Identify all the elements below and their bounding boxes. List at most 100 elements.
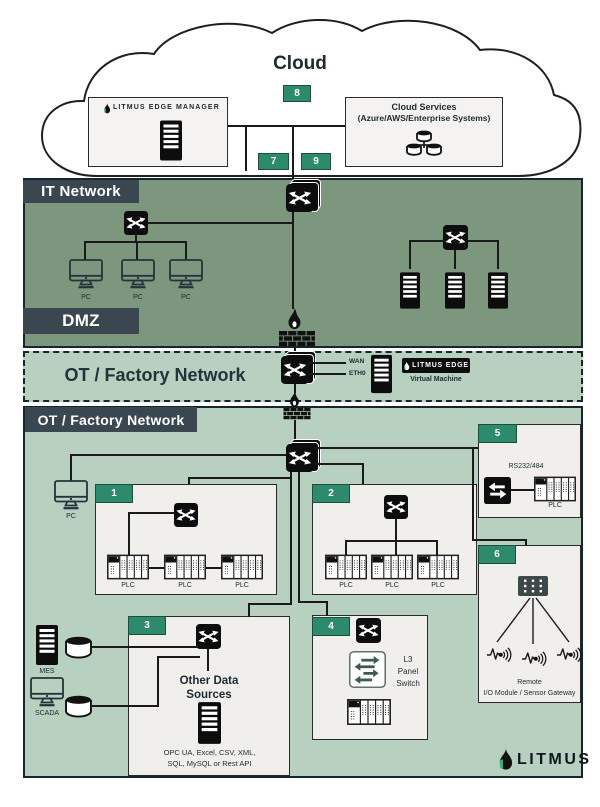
- database-cluster-icon: [404, 129, 444, 159]
- plc-label: PLC: [548, 502, 562, 509]
- litmus-wordmark: LITMUS: [517, 750, 592, 768]
- protocols-line1: OPC UA, Excel, CSV, XML,: [163, 748, 256, 757]
- database-cylinder-icon: [64, 636, 93, 659]
- connector: [148, 567, 165, 569]
- plc-icon: [347, 698, 391, 726]
- cloud-services-title: Cloud Services: [391, 102, 457, 112]
- box6-caption-line1: Remote: [517, 679, 542, 686]
- connector: [525, 539, 527, 546]
- scada-label: SCADA: [34, 710, 60, 717]
- switch-icon: [384, 495, 408, 519]
- plc-icon: [107, 554, 149, 580]
- server-icon: [198, 702, 221, 744]
- switch-icon: [281, 356, 309, 384]
- connector: [157, 656, 159, 707]
- connector: [362, 463, 364, 484]
- firewall-flame-icon: [287, 391, 302, 409]
- litmus-logo: LITMUS: [497, 748, 592, 771]
- plc-icon: [221, 554, 263, 580]
- connector: [326, 601, 328, 616]
- plc-icon: [325, 554, 367, 580]
- eth0-label: ETH0: [349, 369, 366, 377]
- server-icon: [36, 624, 58, 666]
- core-switch-stack: [286, 179, 321, 212]
- connector: [472, 539, 527, 541]
- other-data-title-line2: Sources: [186, 689, 232, 701]
- mes-label: MES: [39, 668, 55, 675]
- connector: [345, 540, 347, 555]
- step-badge-5: 5: [478, 424, 517, 443]
- wan-label: WAN: [349, 358, 365, 365]
- step-badge-6: 6: [478, 545, 516, 564]
- connector: [188, 477, 291, 479]
- step-badge-4: 4: [312, 617, 350, 636]
- connector: [436, 540, 438, 555]
- cloud-services-subtitle: (Azure/AWS/Enterprise Systems): [357, 113, 491, 123]
- switch-icon: [286, 444, 314, 472]
- switch-icon: [124, 211, 148, 235]
- connector: [135, 235, 137, 242]
- connector: [248, 603, 250, 617]
- connector: [157, 656, 200, 658]
- database-cylinder-icon: [64, 695, 93, 718]
- switch-icon: [286, 184, 314, 212]
- pc-label: PC: [133, 294, 143, 301]
- connector: [228, 125, 346, 127]
- connector: [472, 447, 474, 540]
- connector: [454, 249, 456, 269]
- step-badge-1: 1: [95, 484, 133, 503]
- dmz-label: DMZ: [23, 308, 139, 334]
- edge-switch-stack: [281, 351, 316, 384]
- connector: [409, 240, 411, 269]
- connector: [70, 454, 286, 456]
- litmus-droplet-icon: [497, 748, 514, 771]
- box6-caption-line2: I/O Module / Sensor Gateway: [483, 690, 576, 697]
- plc-label: PLC: [121, 582, 135, 589]
- plc-label: PLC: [178, 582, 192, 589]
- connector: [314, 463, 363, 465]
- litmus-edge-manager-box: [88, 97, 228, 167]
- l3-label-line1: L3: [403, 655, 413, 664]
- factory-switch-stack: [286, 439, 321, 472]
- connector: [298, 601, 328, 603]
- firewall-flame-icon: [286, 308, 303, 332]
- sensor-signal-icon: [486, 641, 513, 666]
- connector: [207, 649, 209, 671]
- connector: [497, 240, 499, 269]
- connector: [314, 447, 478, 449]
- server-icon: [445, 269, 465, 312]
- connector: [84, 241, 187, 243]
- connector: [128, 512, 174, 514]
- connector: [70, 454, 72, 481]
- connector: [92, 646, 198, 648]
- step-badge-8: 8: [283, 85, 311, 102]
- plc-icon: [417, 554, 459, 580]
- monitor-icon: [54, 480, 88, 512]
- step-badge-2: 2: [312, 484, 350, 503]
- plc-icon: [534, 476, 576, 502]
- ot-dmz-band-label: OT / Factory Network: [64, 365, 246, 385]
- switch-icon: [196, 624, 221, 649]
- ot-factory-label: OT / Factory Network: [25, 407, 197, 432]
- step-badge-9: 9: [301, 153, 331, 170]
- connector: [185, 241, 187, 260]
- connector: [84, 241, 86, 260]
- sensor-signal-icon: [521, 645, 548, 670]
- step-badge-7: 7: [258, 153, 289, 170]
- connector: [309, 362, 346, 364]
- connector: [298, 472, 300, 603]
- monitor-icon: [30, 677, 64, 709]
- pc-label: PC: [81, 294, 91, 301]
- server-icon: [371, 354, 392, 394]
- connector: [290, 472, 292, 605]
- litmus-droplet-icon: [103, 103, 111, 114]
- server-icon: [400, 269, 420, 312]
- connector: [345, 540, 438, 542]
- connector: [511, 489, 535, 491]
- connector: [92, 705, 159, 707]
- pc-label: PC: [181, 294, 191, 301]
- other-data-box-3: [128, 616, 290, 776]
- monitor-icon: [121, 259, 155, 291]
- switch-icon: [356, 618, 381, 643]
